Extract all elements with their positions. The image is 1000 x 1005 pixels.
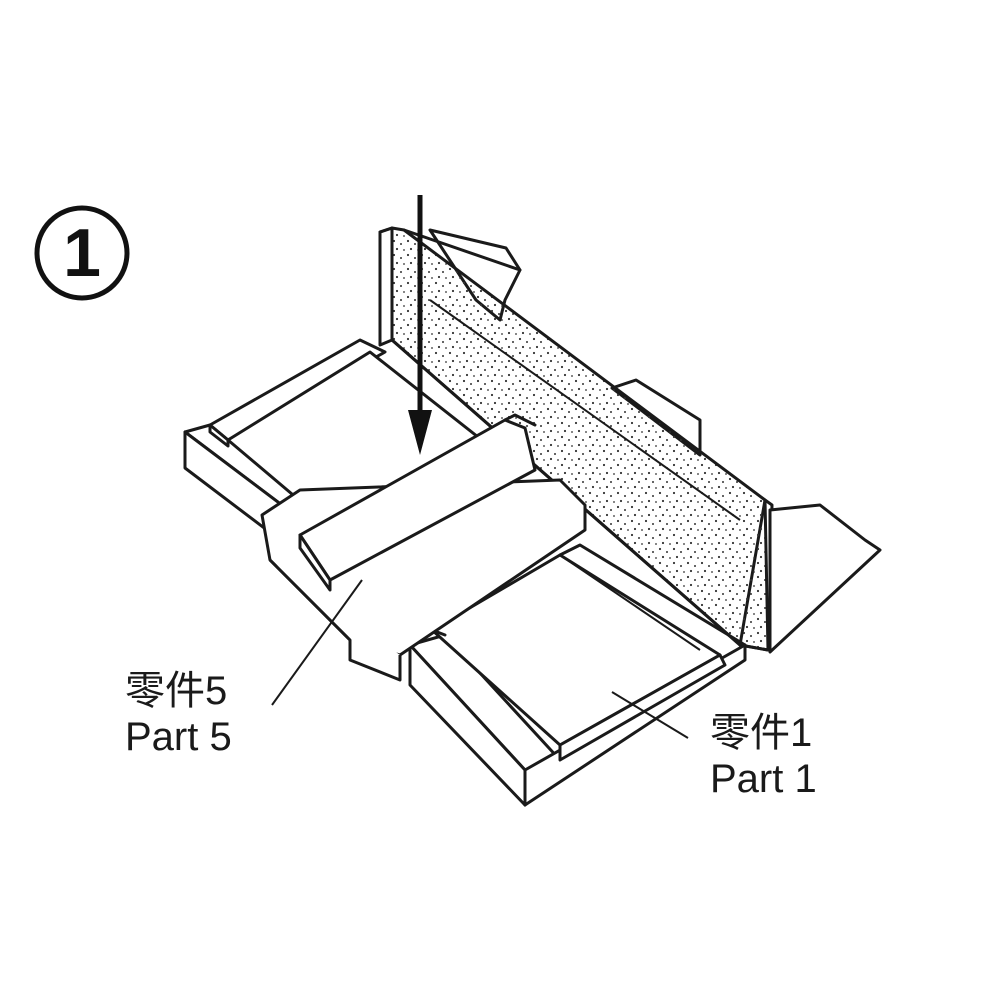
part-1-label-zh: 零件1: [710, 711, 813, 755]
part-1-label-en: Part 1: [710, 757, 817, 801]
part-5-label: 零件5 Part 5: [125, 668, 232, 760]
part-5-block: [260, 413, 587, 682]
down-arrow-icon: [408, 195, 432, 455]
part-1-label: 零件1 Part 1: [710, 710, 817, 802]
part-1-leader-line: [611, 691, 689, 739]
back-wall: [378, 226, 882, 654]
part-5-label-en: Part 5: [125, 715, 232, 759]
step-number: 1: [63, 215, 101, 291]
step-number-circle: 1: [34, 205, 130, 301]
part-5-leader-line: [271, 579, 363, 706]
part-5-label-zh: 零件5: [125, 669, 228, 713]
